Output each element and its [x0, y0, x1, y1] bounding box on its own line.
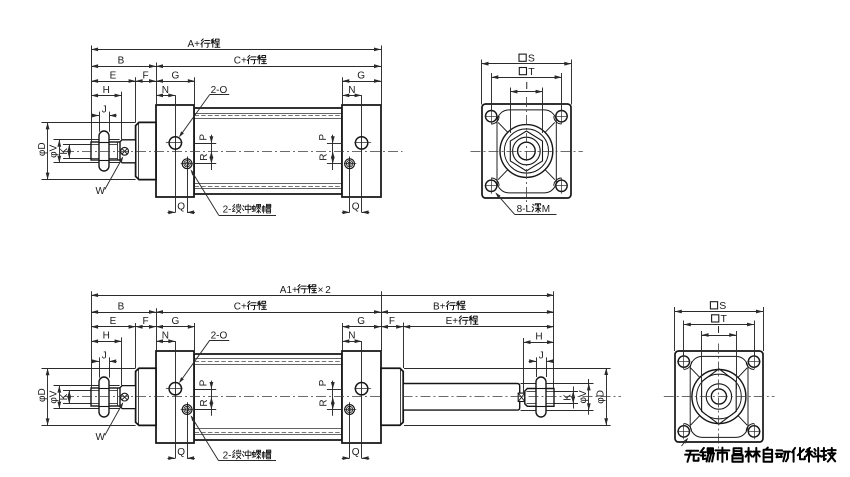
svg-text:K: K — [562, 394, 573, 401]
svg-text:B+: B+ — [433, 301, 446, 312]
svg-text:R: R — [318, 399, 329, 406]
svg-text:φV: φV — [49, 390, 60, 403]
svg-text:φD: φD — [37, 142, 48, 156]
svg-text:N: N — [162, 85, 169, 96]
svg-text:8-L: 8-L — [517, 204, 532, 215]
svg-text:2-: 2- — [223, 205, 232, 216]
svg-text:R: R — [199, 154, 210, 161]
svg-text:M: M — [542, 204, 550, 215]
svg-text:Q: Q — [352, 447, 360, 458]
svg-text:K: K — [59, 148, 70, 155]
svg-text:C+: C+ — [234, 56, 247, 67]
svg-text:H: H — [535, 332, 542, 343]
svg-text:R: R — [318, 154, 329, 161]
svg-text:F: F — [143, 316, 149, 327]
svg-text:E: E — [110, 70, 117, 81]
svg-text:G: G — [357, 70, 365, 81]
svg-text:N: N — [348, 331, 355, 342]
svg-text:B: B — [118, 56, 125, 67]
svg-text:P: P — [318, 379, 329, 386]
svg-text:P: P — [199, 134, 210, 141]
svg-text:Q: Q — [177, 201, 185, 212]
svg-text:S: S — [528, 52, 535, 64]
svg-text:P: P — [318, 134, 329, 141]
svg-text:N: N — [348, 85, 355, 96]
svg-text:φD: φD — [37, 388, 48, 402]
svg-text:Q: Q — [352, 201, 360, 212]
svg-text:H: H — [103, 85, 110, 96]
svg-text:K: K — [59, 393, 70, 400]
svg-text:G: G — [172, 70, 180, 81]
svg-text:P: P — [199, 379, 210, 386]
svg-text:B: B — [118, 301, 125, 312]
svg-text:2: 2 — [325, 285, 331, 296]
svg-text:E: E — [110, 316, 117, 327]
svg-text:2-O: 2-O — [211, 85, 228, 96]
svg-text:C+: C+ — [234, 301, 247, 312]
svg-text:A1+: A1+ — [280, 285, 298, 296]
svg-text:S: S — [719, 300, 726, 312]
svg-text:G: G — [357, 316, 365, 327]
svg-text:G: G — [172, 316, 180, 327]
svg-text:N: N — [162, 331, 169, 342]
svg-text:2-: 2- — [223, 451, 232, 462]
svg-text:W: W — [95, 186, 105, 197]
svg-text:I: I — [717, 325, 720, 336]
svg-text:H: H — [103, 331, 110, 342]
svg-text:J: J — [102, 351, 107, 362]
svg-text:A+: A+ — [188, 39, 201, 50]
svg-text:J: J — [102, 105, 107, 116]
svg-text:T: T — [721, 313, 728, 325]
svg-text:E+: E+ — [446, 316, 459, 327]
svg-text:φV: φV — [49, 144, 60, 157]
svg-text:×: × — [318, 285, 324, 296]
svg-text:F: F — [143, 70, 149, 81]
svg-text:W: W — [95, 432, 105, 443]
svg-text:R: R — [199, 399, 210, 406]
svg-text:T: T — [528, 66, 535, 78]
svg-text:I: I — [525, 81, 528, 92]
svg-text:Q: Q — [177, 447, 185, 458]
svg-text:F: F — [389, 316, 395, 327]
svg-text:J: J — [539, 351, 544, 362]
svg-text:2-O: 2-O — [211, 331, 228, 342]
